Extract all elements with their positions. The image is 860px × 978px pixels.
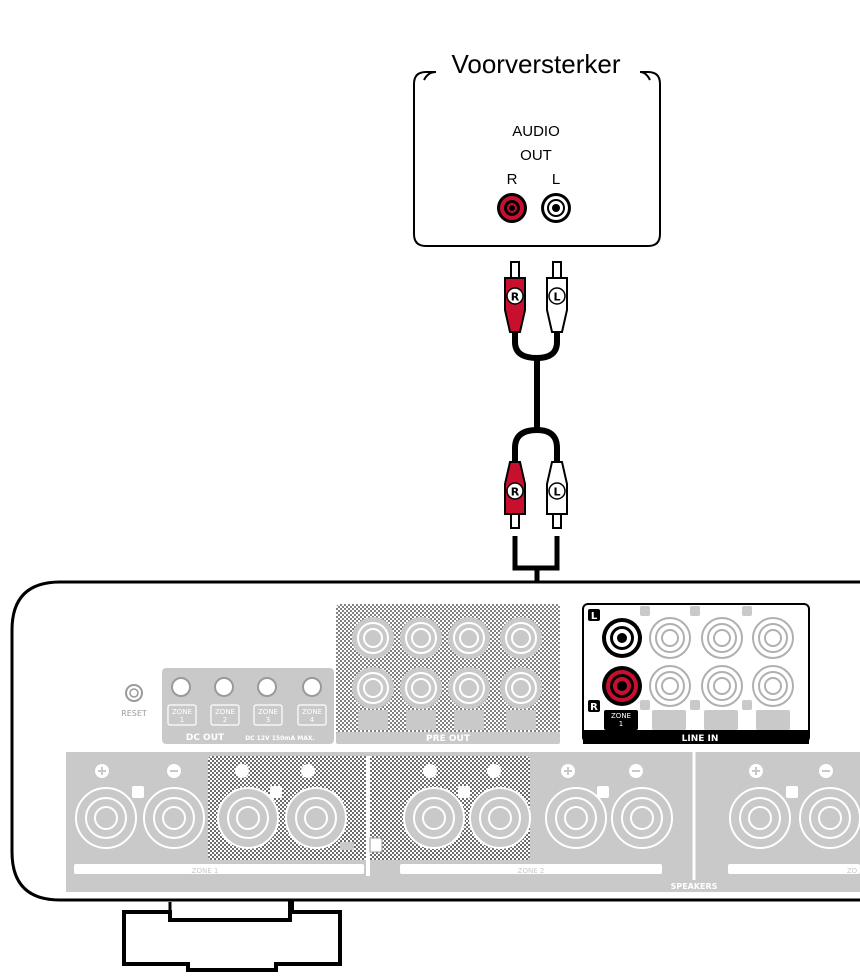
- lower-r-marker: R: [511, 486, 520, 499]
- lower-l-plug: L: [546, 461, 568, 529]
- dc-out-spec: DC 12V 150mA MAX.: [245, 735, 315, 742]
- svg-text:2: 2: [223, 716, 227, 724]
- line-in-title: LINE IN: [682, 734, 719, 744]
- preamp-title: Voorversterker: [451, 49, 620, 79]
- speakers-zone-partial-label: ZO: [847, 867, 858, 875]
- l-channel-label: L: [552, 171, 560, 188]
- audio-out-r-jack[interactable]: [497, 193, 527, 223]
- r-channel-label: R: [507, 171, 518, 188]
- upper-r-marker: R: [511, 291, 520, 304]
- out-label: OUT: [520, 147, 552, 164]
- line-in-l-marker: L: [591, 611, 598, 622]
- upper-l-marker: L: [553, 291, 560, 304]
- dc-out-title: DC OUT: [186, 733, 225, 743]
- svg-text:ZONE: ZONE: [302, 708, 322, 716]
- svg-text:4: 4: [310, 716, 315, 724]
- upper-l-plug: L: [546, 261, 568, 333]
- line-in-zone1-r-jack[interactable]: [602, 666, 642, 706]
- line-in-r-marker: R: [590, 702, 598, 713]
- speakers-panel: ZONE 1 ZONE 2 ZO SPEAKERS: [66, 752, 860, 892]
- speakers-title: SPEAKERS: [671, 882, 718, 891]
- preamp-device: Voorversterker AUDIO OUT R L: [413, 49, 661, 247]
- upper-r-plug: R: [504, 261, 526, 333]
- svg-text:ZONE: ZONE: [215, 708, 235, 716]
- svg-text:ZONE: ZONE: [172, 708, 192, 716]
- speakers-zone1-label: ZONE 1: [192, 867, 219, 875]
- reset-button[interactable]: [125, 684, 143, 702]
- speakers-zone2-label: ZONE 2: [518, 867, 545, 875]
- audio-label: AUDIO: [512, 123, 560, 140]
- svg-text:ZONE: ZONE: [611, 712, 631, 720]
- line-in-zone1-l-jack[interactable]: [602, 618, 642, 658]
- pre-out-panel: PRE OUT: [336, 604, 560, 744]
- pre-out-title: PRE OUT: [426, 734, 471, 744]
- lower-l-marker: L: [553, 486, 560, 499]
- svg-text:3: 3: [266, 716, 270, 724]
- svg-text:1: 1: [180, 716, 184, 724]
- svg-text:1: 1: [619, 720, 623, 728]
- audio-out-l-jack[interactable]: [541, 193, 571, 223]
- reset-label: RESET: [121, 709, 147, 718]
- svg-text:ZONE: ZONE: [258, 708, 278, 716]
- lower-r-plug: R: [504, 461, 526, 529]
